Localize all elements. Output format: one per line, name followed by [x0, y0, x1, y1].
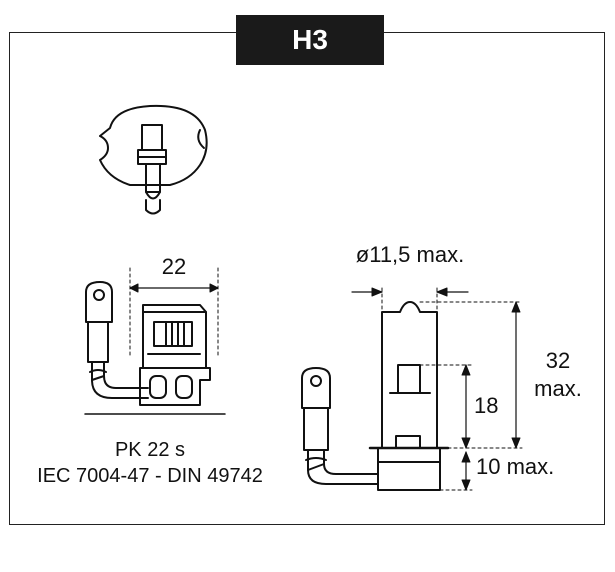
standard-label: IEC 7004-47 - DIN 49742	[37, 465, 263, 487]
height-32-label: 32	[546, 348, 570, 373]
bottom-10-label: 10 max.	[476, 454, 554, 479]
height-32-max-label: max.	[534, 376, 582, 401]
height-18-label: 18	[474, 393, 498, 418]
diameter-label: ø11,5 max.	[356, 242, 464, 267]
top-view-flange	[99, 104, 208, 215]
side-view-bulb	[301, 287, 523, 491]
side-view-base	[84, 267, 226, 415]
bulb-type-title: H3	[236, 15, 384, 65]
base-type-label: PK 22 s	[115, 439, 185, 461]
width-22-label: 22	[162, 254, 186, 279]
